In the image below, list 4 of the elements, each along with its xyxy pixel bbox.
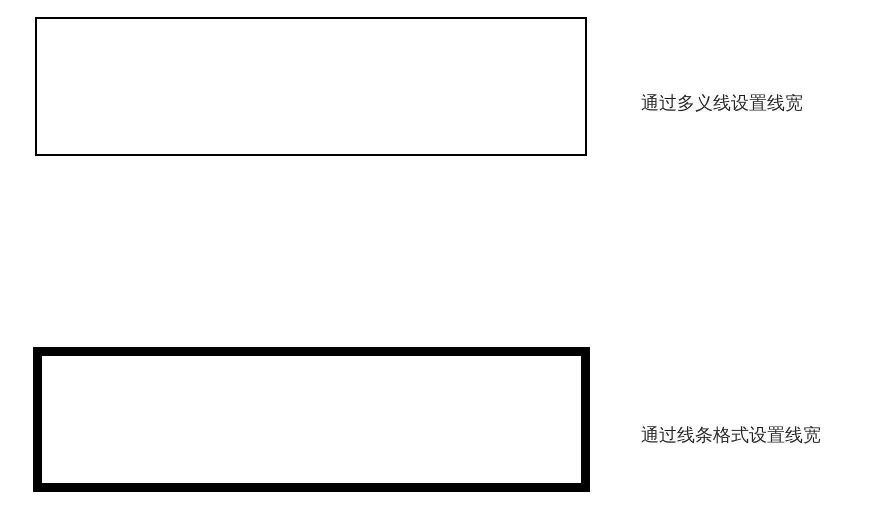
side-caption: 通过多义线设置线宽: [641, 92, 803, 115]
rectangle-shape: [33, 347, 590, 492]
rectangle-shape: [35, 17, 587, 156]
side-caption: 通过线条格式设置线宽: [641, 424, 821, 447]
